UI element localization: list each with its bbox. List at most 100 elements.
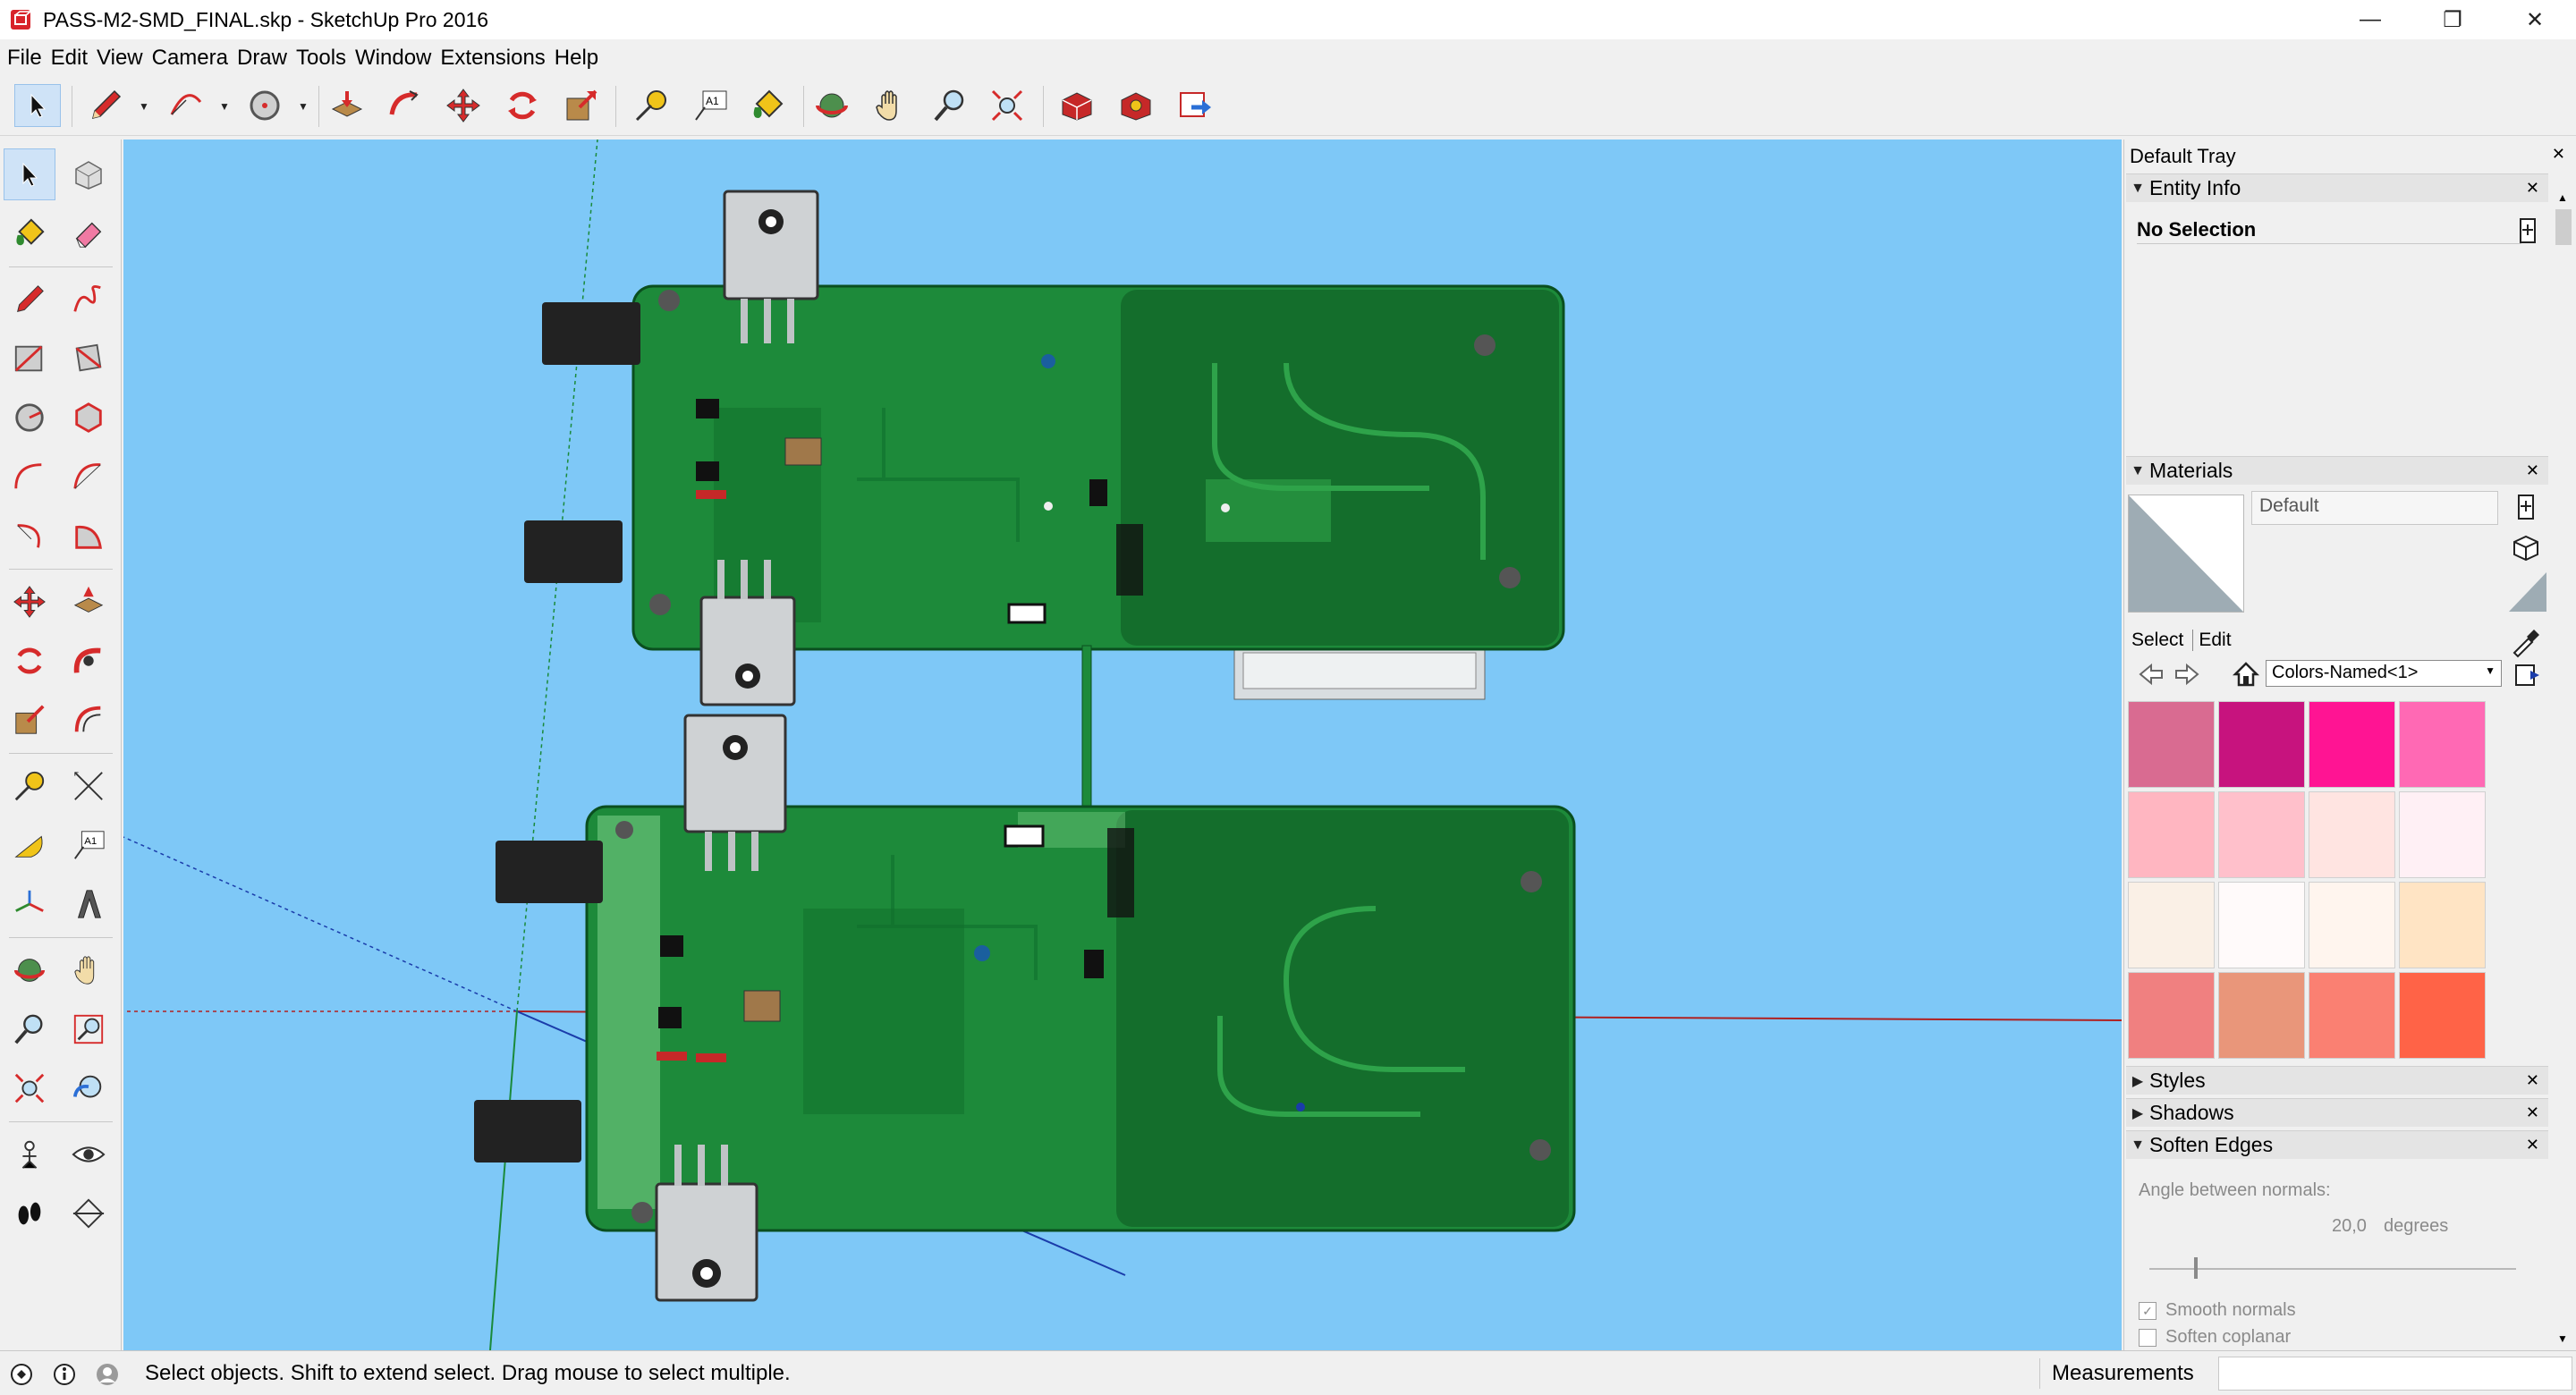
rotate-tool-button[interactable] <box>499 84 546 127</box>
menu-view[interactable]: View <box>97 46 143 70</box>
menu-draw[interactable]: Draw <box>236 46 287 70</box>
left-move-button[interactable] <box>4 576 55 628</box>
material-swatch[interactable] <box>2128 791 2215 878</box>
soften-edges-header[interactable]: ▼ Soften Edges ✕ <box>2126 1130 2548 1159</box>
left-tape-measure-button[interactable] <box>4 760 55 812</box>
share-model-button[interactable] <box>1172 84 1218 127</box>
select-tool-button[interactable] <box>14 84 61 127</box>
menu-camera[interactable]: Camera <box>151 46 228 70</box>
tray-scroll-thumb[interactable] <box>2555 209 2572 245</box>
material-swatch[interactable] <box>2128 972 2215 1059</box>
pan-tool-button[interactable] <box>868 84 914 127</box>
drawing-viewport[interactable] <box>123 140 2122 1350</box>
material-swatch[interactable] <box>2399 882 2486 968</box>
materials-header[interactable]: ▼ Materials ✕ <box>2126 456 2548 485</box>
restore-button[interactable]: ❐ <box>2411 0 2494 39</box>
materials-close-icon[interactable]: ✕ <box>2525 461 2539 479</box>
info-icon[interactable] <box>50 1360 79 1389</box>
material-3d-icon[interactable] <box>2511 533 2541 563</box>
measurements-input[interactable] <box>2218 1357 2572 1391</box>
tape-measure-tool-button[interactable] <box>628 84 674 127</box>
angle-slider-thumb[interactable] <box>2194 1257 2198 1279</box>
left-rotate-button[interactable] <box>4 635 55 687</box>
push-pull-tool-button[interactable] <box>324 84 370 127</box>
left-polygon-button[interactable] <box>63 392 114 444</box>
close-button[interactable]: ✕ <box>2494 0 2576 39</box>
left-scale-button[interactable] <box>4 694 55 746</box>
create-material-icon[interactable] <box>2516 494 2536 520</box>
left-eraser-button[interactable] <box>63 207 114 259</box>
tray-scrollbar[interactable]: ▲ ▼ <box>2552 191 2575 1345</box>
scale-tool-button[interactable] <box>558 84 605 127</box>
entity-info-close-icon[interactable]: ✕ <box>2525 179 2539 197</box>
material-swatch[interactable] <box>2218 791 2305 878</box>
left-component-button[interactable] <box>63 148 114 200</box>
left-paint-button[interactable] <box>4 207 55 259</box>
left-three-point-arc-button[interactable] <box>4 510 55 562</box>
shape-dropdown-icon[interactable]: ▼ <box>298 100 309 113</box>
back-arrow-icon[interactable] <box>2139 664 2164 685</box>
left-freehand-button[interactable] <box>63 274 114 326</box>
expand-info-icon[interactable] <box>2518 217 2538 244</box>
menu-tools[interactable]: Tools <box>296 46 347 70</box>
tray-close-icon[interactable]: ✕ <box>2551 145 2565 163</box>
shadows-close-icon[interactable]: ✕ <box>2525 1103 2539 1121</box>
left-3d-text-button[interactable] <box>63 878 114 930</box>
zoom-tool-button[interactable] <box>927 84 973 127</box>
entity-info-header[interactable]: ▼ Entity Info ✕ <box>2126 173 2548 202</box>
left-pie-button[interactable] <box>63 510 114 562</box>
default-material-icon[interactable] <box>2509 572 2546 612</box>
left-rectangle-button[interactable] <box>4 333 55 385</box>
circle-tool-button[interactable] <box>242 84 288 127</box>
left-position-camera-button[interactable] <box>4 1129 55 1180</box>
minimize-button[interactable]: — <box>2329 0 2411 39</box>
left-walk-button[interactable] <box>4 1188 55 1239</box>
soften-edges-close-icon[interactable]: ✕ <box>2525 1136 2539 1154</box>
pencil-tool-button[interactable] <box>82 84 129 127</box>
left-rotated-rectangle-button[interactable] <box>63 333 114 385</box>
zoom-extents-tool-button[interactable] <box>984 84 1030 127</box>
left-text-button[interactable]: A1 <box>63 819 114 871</box>
left-arc-button[interactable] <box>4 451 55 503</box>
scroll-down-icon[interactable]: ▼ <box>2557 1332 2568 1345</box>
material-swatch[interactable] <box>2128 701 2215 788</box>
material-swatch[interactable] <box>2309 791 2395 878</box>
menu-edit[interactable]: Edit <box>50 46 89 70</box>
material-swatch[interactable] <box>2309 882 2395 968</box>
left-orbit-button[interactable] <box>4 944 55 996</box>
forward-arrow-icon[interactable] <box>2174 664 2199 685</box>
left-zoom-window-button[interactable] <box>63 1003 114 1055</box>
paint-bucket-tool-button[interactable] <box>744 84 791 127</box>
follow-me-tool-button[interactable] <box>381 84 428 127</box>
details-arrow-icon[interactable] <box>2514 664 2541 687</box>
arc-dropdown-icon[interactable]: ▼ <box>219 100 230 113</box>
left-zoom-button[interactable] <box>4 1003 55 1055</box>
left-follow-me-button[interactable] <box>63 635 114 687</box>
material-swatch[interactable] <box>2399 791 2486 878</box>
material-swatch[interactable] <box>2218 701 2305 788</box>
left-pan-button[interactable] <box>63 944 114 996</box>
menu-help[interactable]: Help <box>554 46 599 70</box>
material-swatch[interactable] <box>2218 882 2305 968</box>
menu-extensions[interactable]: Extensions <box>440 46 546 70</box>
material-name-field[interactable]: Default <box>2251 491 2498 525</box>
left-look-around-button[interactable] <box>63 1129 114 1180</box>
material-swatch[interactable] <box>2399 701 2486 788</box>
left-zoom-extents-button[interactable] <box>4 1062 55 1114</box>
extension-warehouse-button[interactable] <box>1113 84 1159 127</box>
material-swatch[interactable] <box>2128 882 2215 968</box>
left-section-plane-button[interactable] <box>63 1188 114 1239</box>
material-swatch[interactable] <box>2218 972 2305 1059</box>
left-push-pull-button[interactable] <box>63 576 114 628</box>
angle-slider-track[interactable] <box>2149 1268 2516 1270</box>
soften-coplanar-checkbox[interactable] <box>2139 1329 2157 1347</box>
scroll-up-icon[interactable]: ▲ <box>2557 191 2568 204</box>
shadows-header[interactable]: ▶ Shadows ✕ <box>2126 1098 2548 1127</box>
tab-edit[interactable]: Edit <box>2192 630 2232 651</box>
material-swatch[interactable] <box>2309 701 2395 788</box>
menu-file[interactable]: File <box>7 46 42 70</box>
material-library-select[interactable]: Colors-Named<1> ▼ <box>2266 660 2502 687</box>
left-pencil-button[interactable] <box>4 274 55 326</box>
move-tool-button[interactable] <box>440 84 487 127</box>
orbit-tool-button[interactable] <box>809 84 855 127</box>
